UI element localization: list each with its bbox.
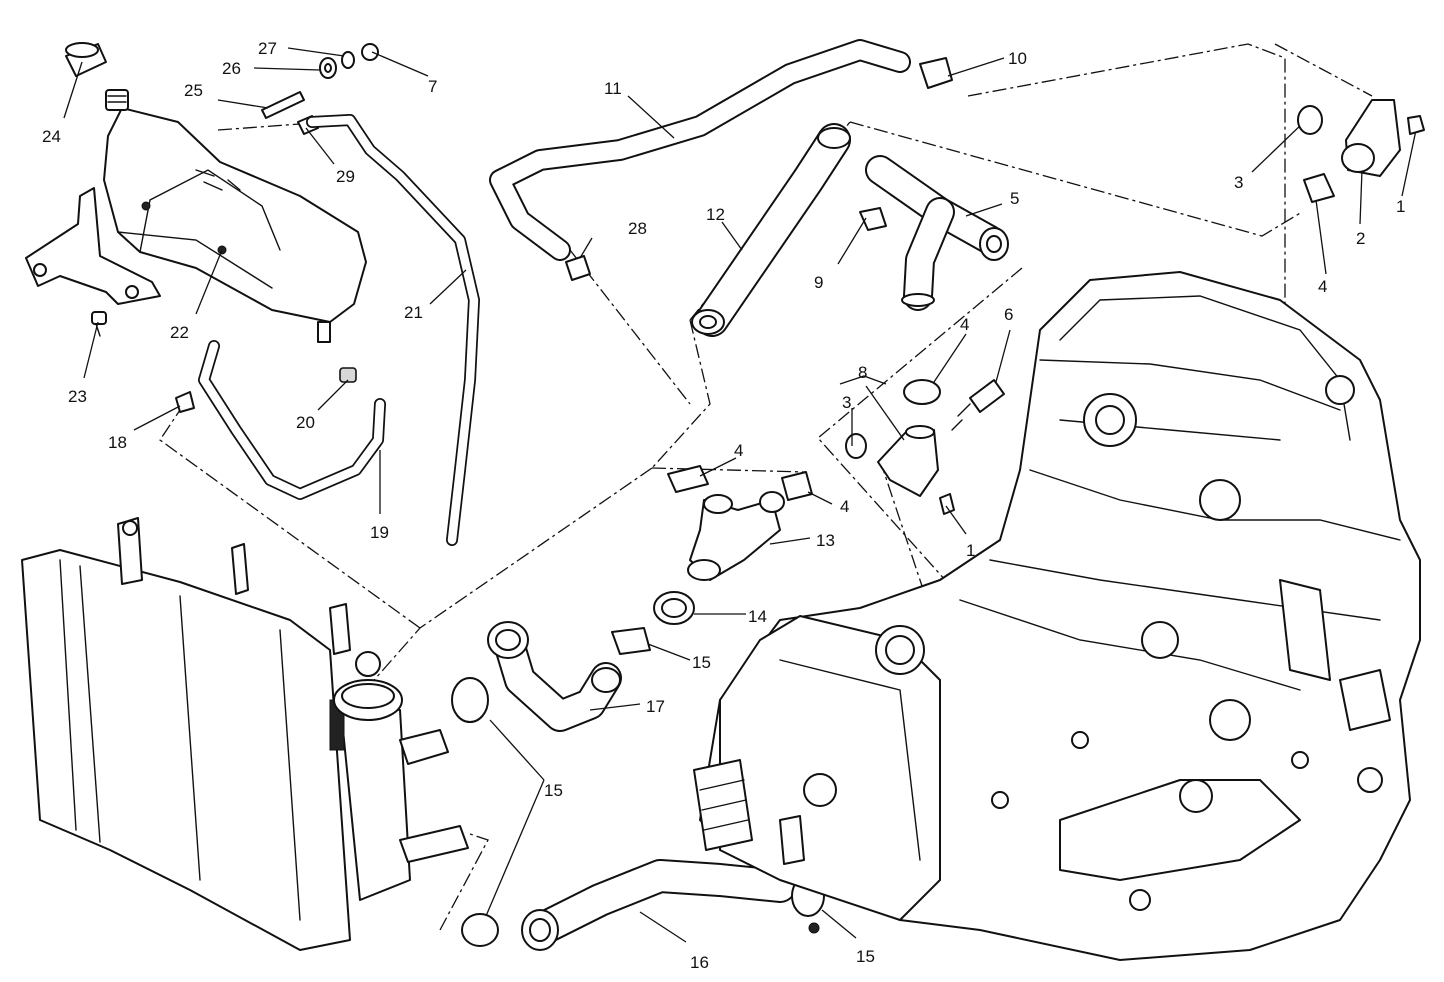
breather-hose-21 (306, 114, 480, 546)
callout-28: 28 (628, 219, 647, 238)
callout-25: 25 (184, 81, 203, 100)
callout-19: 19 (370, 523, 389, 542)
callout-16: 16 (690, 953, 709, 972)
hose-17 (451, 621, 622, 732)
water-pump-outlet-assembly (1297, 99, 1425, 203)
callout-22: 22 (170, 323, 189, 342)
tank-filler-neck (105, 89, 129, 111)
outlet-fitting-assembly (845, 379, 1005, 515)
hose-joint-20 (339, 367, 357, 383)
hose-12 (691, 123, 851, 337)
hose-16 (461, 859, 825, 951)
callout-3: 3 (842, 393, 851, 412)
expansion-tank-assembly (25, 42, 367, 343)
clamp-4-upper (903, 379, 941, 405)
callout-17: 17 (646, 697, 665, 716)
o-ring-3 (845, 433, 867, 459)
overflow-hose-19 (175, 340, 386, 500)
callout-27: 27 (258, 39, 277, 58)
callout-24: 24 (42, 127, 61, 146)
radiator-bracket (117, 517, 143, 585)
clamp-15-mid (451, 677, 489, 723)
callout-15: 15 (856, 947, 875, 966)
callout-2: 2 (1356, 229, 1365, 248)
callout-12: 12 (706, 205, 725, 224)
engine (693, 271, 1421, 961)
callout-4: 4 (840, 497, 849, 516)
hose-11 (489, 39, 953, 281)
callout-6: 6 (1004, 305, 1013, 324)
callout-29: 29 (336, 167, 355, 186)
callout-15: 15 (692, 653, 711, 672)
callout-20: 20 (296, 413, 315, 432)
o-ring-3-right (1297, 105, 1323, 135)
temp-sensor-6 (969, 379, 1005, 413)
tank-screw-23 (91, 311, 107, 325)
outlet-fitting (877, 429, 939, 497)
thermostat-13 (611, 465, 813, 655)
clamp-10 (919, 57, 953, 89)
expansion-tank (103, 107, 367, 323)
clamp-28 (565, 255, 591, 281)
callout-21: 21 (404, 303, 423, 322)
callout-23: 23 (68, 387, 87, 406)
callout-1: 1 (1396, 197, 1405, 216)
t-piece-5 (859, 155, 1009, 311)
callout-4: 4 (960, 315, 969, 334)
screw-1 (939, 493, 955, 515)
washer-27 (341, 51, 355, 69)
callout-3: 3 (1234, 173, 1243, 192)
nut-7 (361, 43, 379, 61)
callout-13: 13 (816, 531, 835, 550)
clamp-18 (175, 391, 195, 413)
callout-8: 8 (858, 363, 867, 382)
clamp-15-upper (611, 627, 651, 655)
clamp-4-right-upper (1303, 173, 1335, 203)
clamp-4-right (781, 471, 813, 501)
callout-4: 4 (1318, 277, 1327, 296)
radiator (21, 517, 469, 951)
callout-9: 9 (814, 273, 823, 292)
screw-1-right (1407, 115, 1425, 135)
leader-lines (63, 47, 1417, 943)
callout-10: 10 (1008, 49, 1027, 68)
callout-1: 1 (966, 541, 975, 560)
clamp-4-left (667, 465, 709, 493)
tank-bracket (25, 187, 161, 305)
callout-18: 18 (108, 433, 127, 452)
callout-26: 26 (222, 59, 241, 78)
fan-switch (231, 543, 249, 595)
callout-labels: 1 1 2 3 3 4 4 4 4 5 6 7 8 9 10 11 12 13 … (42, 39, 1405, 972)
callout-7: 7 (428, 77, 437, 96)
callout-5: 5 (1010, 189, 1019, 208)
callout-15: 15 (544, 781, 563, 800)
callout-14: 14 (748, 607, 767, 626)
callout-11: 11 (604, 79, 622, 98)
radiator-side-tank (339, 699, 411, 901)
callout-4: 4 (734, 441, 743, 460)
clamp-9 (859, 207, 887, 231)
radiator-sensor (329, 603, 351, 655)
clamp-15-left (461, 913, 499, 947)
breather-fitting (261, 91, 305, 119)
